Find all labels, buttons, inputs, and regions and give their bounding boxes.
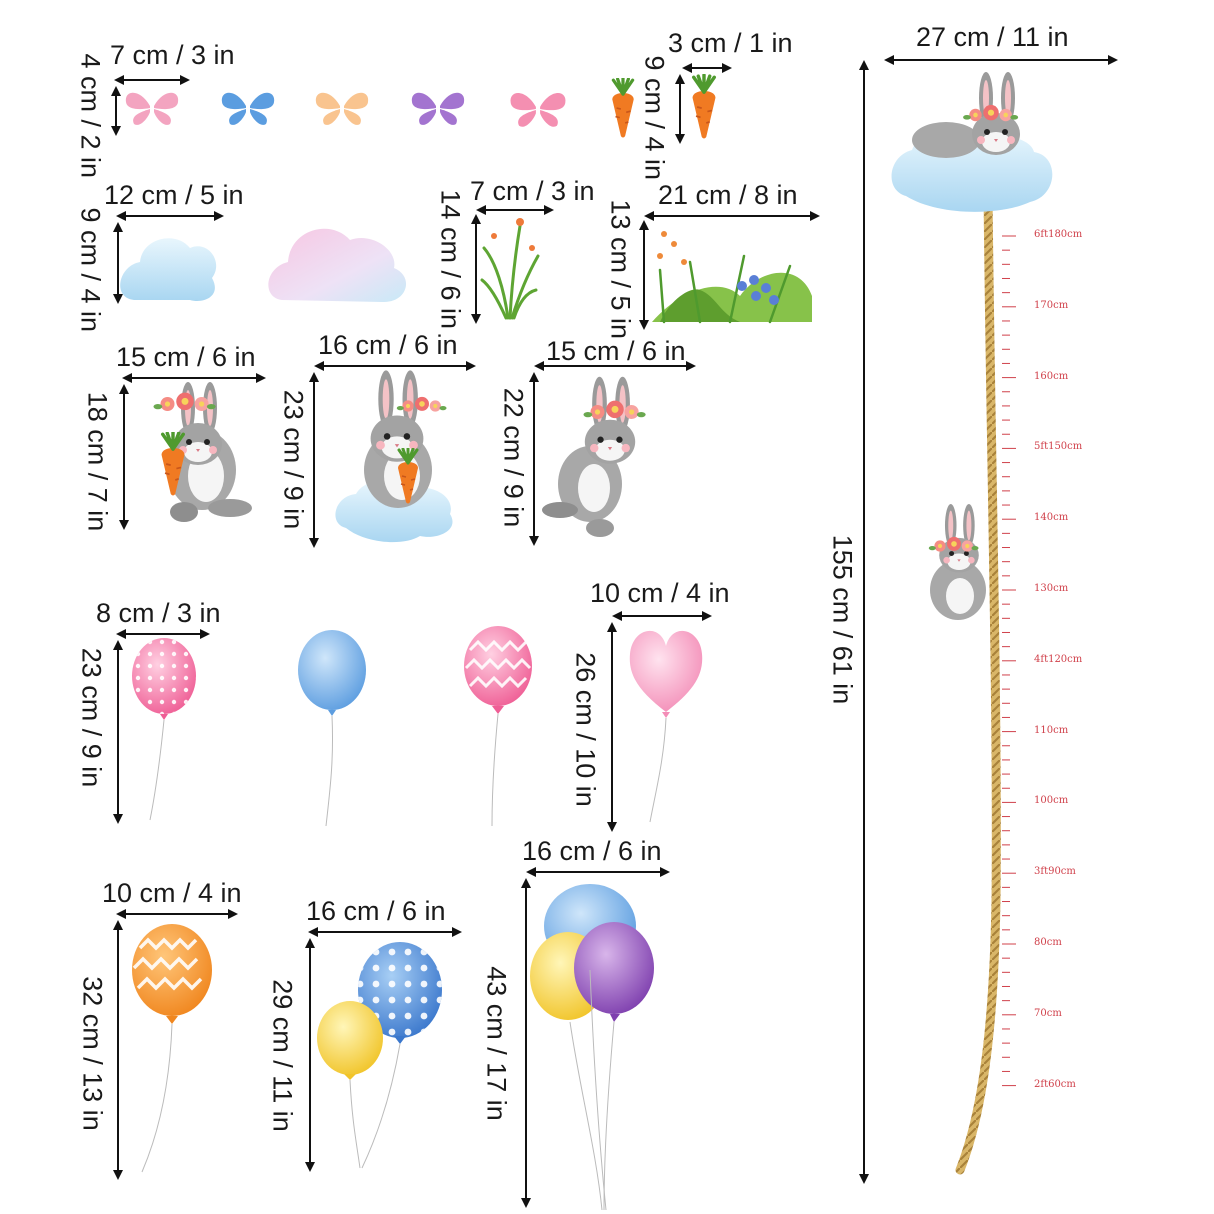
bunny-climbing-icon (928, 504, 986, 620)
balloon-pair-icon (317, 942, 442, 1169)
butterfly-width-label: 7 cm / 3 in (110, 40, 235, 70)
rope-icon (955, 185, 1001, 1175)
bunny-flower-height-label: 22 cm / 9 in (498, 387, 529, 528)
height-chart-height-label: 155 cm / 61 in (827, 534, 858, 705)
carrot-icon (610, 78, 636, 138)
cloud-width-label: 12 cm / 5 in (104, 180, 244, 210)
ruler-mark-label: 6ft180cm (1034, 229, 1083, 240)
balloon-trio-icon (530, 884, 654, 1211)
carrot-width-label: 3 cm / 1 in (668, 28, 793, 58)
heart-balloon-height-label: 26 cm / 10 in (570, 652, 601, 807)
balloon-pair-width-label: 16 cm / 6 in (306, 896, 446, 926)
balloon-height-label: 23 cm / 9 in (76, 647, 107, 788)
butterfly-peach-icon (315, 92, 369, 125)
balloon-blue-icon (298, 630, 366, 827)
bunny-flower-width-label: 15 cm / 6 in (546, 336, 686, 366)
orange-balloon-height-label: 32 cm / 13 in (77, 976, 108, 1131)
height-chart (891, 72, 1053, 1175)
balloon-width-label: 8 cm / 3 in (96, 598, 221, 628)
grass-small-height-label: 14 cm / 6 in (435, 189, 466, 330)
bunny-cloud-icon (335, 370, 453, 543)
butterfly-purple-icon (411, 92, 465, 125)
cloud-pink-icon (268, 228, 407, 302)
balloon-pair-height-label: 29 cm / 11 in (267, 979, 298, 1132)
orange-balloon-width-label: 10 cm / 4 in (102, 878, 242, 908)
balloon-trio-height-label: 43 cm / 17 in (481, 966, 512, 1121)
butterfly-blue-icon (221, 92, 275, 125)
bunny-carrot-width-label: 15 cm / 6 in (116, 342, 256, 372)
butterfly-pink-large-icon (510, 92, 566, 127)
cloud-height-label: 9 cm / 4 in (75, 207, 106, 333)
grass-large-height-label: 13 cm / 5 in (605, 199, 636, 340)
clouds (120, 228, 407, 302)
ruler-mark-label: 70cm (1034, 1007, 1062, 1019)
heart-balloon-width-label: 10 cm / 4 in (590, 578, 730, 608)
cloud-blue-icon (120, 238, 217, 302)
ruler-mark-label: 100cm (1034, 795, 1069, 807)
balloon-heart-icon (629, 630, 703, 823)
balloon-orange-icon (132, 924, 212, 1173)
ruler-mark-label: 4ft120cm (1034, 653, 1083, 665)
ruler-ticks (1002, 235, 1016, 1087)
butterfly-row (125, 74, 718, 140)
bunny-cloud-height-label: 23 cm / 9 in (278, 389, 309, 530)
carrot-height-label: 9 cm / 4 in (639, 55, 670, 181)
bunny-carrot-height-label: 18 cm / 7 in (82, 391, 113, 532)
height-chart-width-label: 27 cm / 11 in (916, 22, 1069, 52)
ruler-mark-label: 2ft60cm (1034, 1078, 1076, 1090)
single-balloons (132, 626, 703, 827)
carrot-large-icon (690, 74, 718, 140)
ruler-mark-label: 160cm (1034, 370, 1069, 382)
dimension-lines (111, 55, 1118, 1208)
balloon-pink-zigzag-icon (464, 626, 532, 827)
bunny-cloud-width-label: 16 cm / 6 in (318, 330, 458, 360)
ruler-mark-label: 5ft150cm (1034, 441, 1083, 453)
ruler-mark-label: 80cm (1034, 937, 1062, 948)
balloon-trio-width-label: 16 cm / 6 in (522, 836, 662, 866)
ruler-mark-label: 170cm (1034, 299, 1069, 311)
ruler-mark-label: 3ft90cm (1034, 866, 1076, 878)
bunny-carrot-icon (153, 382, 252, 522)
bunny-on-cloud-icon (891, 72, 1053, 212)
balloon-pink-dotted-icon (132, 638, 196, 821)
grass-small-icon (480, 218, 540, 320)
grass-large-icon (652, 231, 812, 324)
ruler-mark-label: 140cm (1034, 512, 1069, 524)
ruler-mark-label: 110cm (1034, 724, 1069, 736)
butterfly-pink-icon (125, 92, 179, 125)
ruler-mark-label: 130cm (1034, 583, 1069, 594)
grass-small-width-label: 7 cm / 3 in (470, 176, 595, 206)
butterfly-height-label: 4 cm / 2 in (75, 53, 106, 179)
grass-large-width-label: 21 cm / 8 in (658, 180, 798, 210)
bunny-flower-icon (542, 376, 646, 537)
